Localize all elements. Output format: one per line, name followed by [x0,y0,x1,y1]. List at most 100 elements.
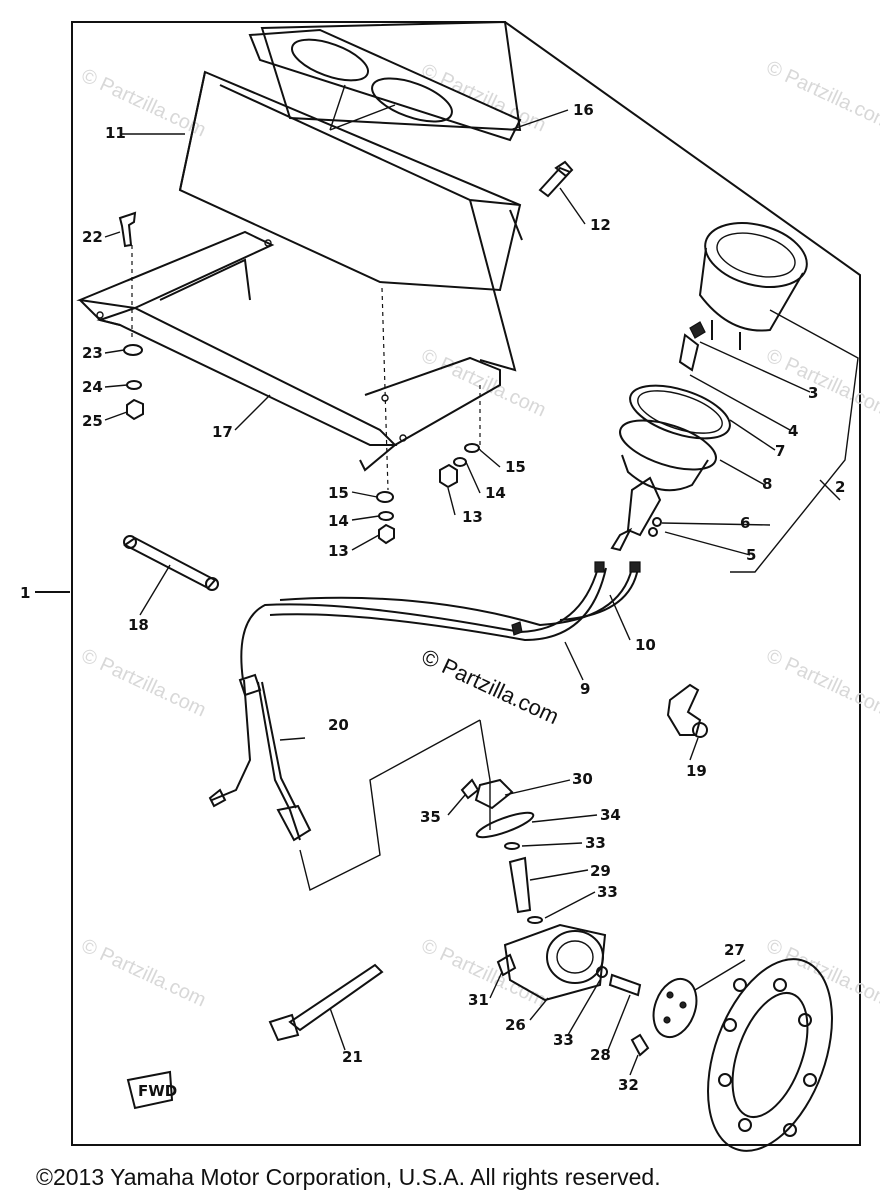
leader-line [719,459,766,486]
leader-line [279,737,306,741]
copyright-text: ©2013 Yamaha Motor Corporation, U.S.A. A… [36,1164,661,1190]
band-part [123,536,217,590]
leader-line [104,231,121,238]
nut-part [648,527,658,537]
bezel-ring-part [629,384,731,440]
leader-line [567,979,601,1036]
watermark-text: © Partzilla.com [763,345,880,422]
leader-line [629,1054,639,1076]
leader-line [104,411,128,421]
speedometer-part [678,222,808,372]
leader-line [694,959,746,991]
gasket-ring-part [619,419,717,471]
diagram-frame [71,21,861,1146]
band-end-part [123,535,137,549]
leader-line [351,534,380,551]
washer-part [652,517,662,527]
label-33: 33 [553,1031,574,1049]
wire-terminal-part [629,561,641,573]
label-26: 26 [505,1016,526,1034]
gasket-part [475,811,535,839]
bolt-part [630,1033,650,1057]
leader-line [479,449,501,468]
label-1: 1 [20,584,30,602]
label-11: 11 [105,124,126,142]
label-12: 12 [590,216,611,234]
label-6: 6 [740,514,750,532]
leader-line [504,779,571,796]
screw-part [118,211,137,248]
watermark-text: © Partzilla.com [78,935,209,1012]
leader-line [661,522,771,526]
washer-part [464,443,480,453]
leader-line [819,479,841,501]
label-14: 14 [485,484,506,502]
label-17: 17 [212,423,233,441]
nut-part [378,523,395,545]
leader-line [559,187,586,225]
leader-line [329,1007,346,1051]
label-2: 2 [835,478,845,496]
label-34: 34 [600,806,621,824]
leader-line [489,971,503,999]
leader-line [104,349,125,354]
label-32: 32 [618,1076,639,1094]
washer-part [376,491,394,503]
clamp-bolt-part [692,722,708,738]
label-24: 24 [82,378,103,396]
washer-part [596,966,608,978]
leader-line [609,594,631,641]
leader-line [607,994,631,1051]
lock-washer-part [453,457,467,467]
washer-part [527,916,543,924]
label-21: 21 [342,1048,363,1066]
label-4: 4 [788,422,798,440]
bolt-part [460,778,480,800]
label-8: 8 [762,475,772,493]
leader-line [689,374,791,431]
wire-terminal-part [594,561,605,573]
washer-part [504,842,520,850]
clamp-part [666,683,702,736]
watermark-text: © Partzilla.com [763,645,880,722]
leader-line [544,891,596,919]
watermark-text: © Partzilla.com [418,345,549,422]
leader-line [234,394,271,431]
assembly-line [381,287,389,491]
label-33: 33 [597,883,618,901]
pinion-part [608,973,642,997]
label-29: 29 [590,862,611,880]
leader-line [104,384,128,388]
bulb-socket-part [610,527,633,552]
watermark-text: © Partzilla.com [78,65,209,142]
leader-line [351,515,380,521]
bulb-socket-part [626,476,662,537]
pinion-gear-part [508,856,532,914]
leader-line [351,491,378,498]
label-19: 19 [686,762,707,780]
meter-cover-part [178,70,523,372]
label-18: 18 [128,616,149,634]
drive-plate-part [652,977,698,1039]
washer-part [123,344,143,356]
watermark-text: © Partzilla.com [763,57,880,134]
nut-part [439,463,458,489]
wire-harness-part [269,567,607,642]
leader-line [729,419,776,451]
leader-line [689,737,699,761]
lock-washer-part [126,380,142,390]
leader-line [447,794,466,816]
leader-line [664,531,751,556]
label-15: 15 [328,484,349,502]
label-31: 31 [468,991,489,1009]
leader-line [447,487,456,516]
leader-line [730,309,859,573]
fwd-arrow-icon [126,1070,174,1110]
label-35: 35 [420,808,441,826]
label-16: 16 [573,101,594,119]
speedometer-cable-part [208,673,312,842]
label-14: 14 [328,512,349,530]
strap-part [288,963,384,1032]
